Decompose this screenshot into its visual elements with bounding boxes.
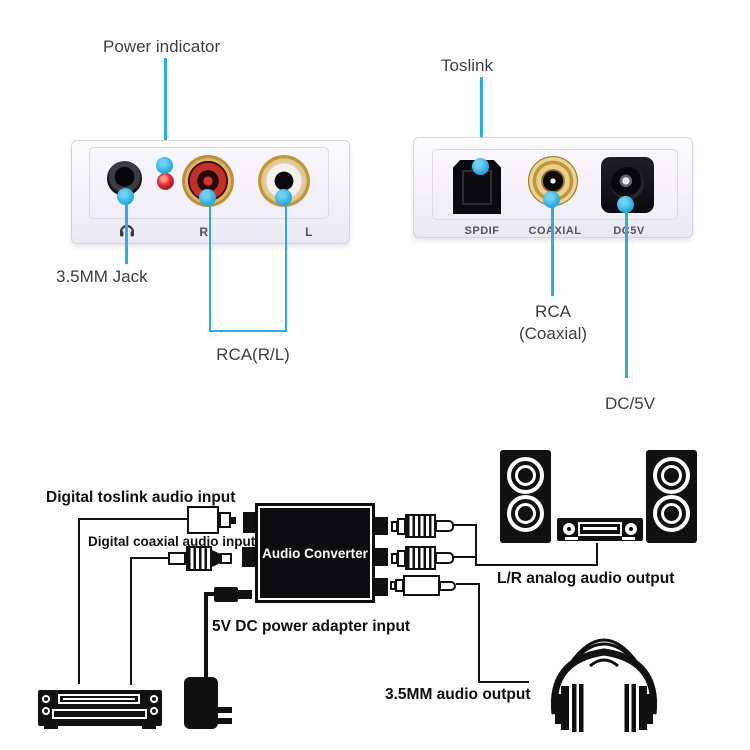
amplifier xyxy=(557,518,643,541)
power-indicator-label: Power indicator xyxy=(103,37,221,56)
front-port-label-l: L xyxy=(305,225,313,239)
adapter-prong-2 xyxy=(217,718,232,724)
callout-dot-dc xyxy=(617,196,634,213)
rca-out-plug1-cable xyxy=(435,520,454,532)
lr-wire-run xyxy=(475,564,598,567)
toslink-plug-body xyxy=(187,506,219,534)
power-adapter xyxy=(184,677,232,729)
dc-port-pin xyxy=(611,167,644,200)
source-player xyxy=(38,690,162,729)
converter-output-nub-2 xyxy=(375,548,388,566)
power-input-label: 5V DC power adapter input xyxy=(212,618,411,635)
coaxial-input-label: Digital coaxial audio input xyxy=(88,534,256,549)
amp-knob xyxy=(563,523,575,535)
callout-line-toslink xyxy=(480,77,483,158)
converter-input-nub-coax xyxy=(242,547,255,567)
callout-bracket-rca xyxy=(209,204,287,332)
audio-converter-box: Audio Converter xyxy=(255,503,375,603)
lr-wire-join xyxy=(475,524,478,566)
amp-foot xyxy=(622,537,635,540)
toslink-cable-h xyxy=(79,518,187,521)
toslink-label: Toslink xyxy=(441,56,493,75)
speaker-driver xyxy=(507,457,544,494)
converter-output-nub-3 xyxy=(375,578,388,596)
callout-line-coaxial xyxy=(551,206,554,296)
player-disc-slot xyxy=(58,694,140,704)
jack-out-plug-cable xyxy=(439,581,456,591)
coax-plug-barrel xyxy=(186,546,212,571)
audio-converter-label: Audio Converter xyxy=(262,545,368,561)
dc5v-label: DC/5V xyxy=(604,394,656,413)
lr-wire-up xyxy=(596,543,599,566)
player-foot xyxy=(142,726,156,729)
rca-coaxial-label-line1: RCA xyxy=(535,302,571,321)
speaker-driver xyxy=(507,495,544,532)
coax-plug-cable xyxy=(168,552,186,565)
spdif-port-inner xyxy=(462,170,492,205)
player-button xyxy=(42,695,50,703)
callout-dot-rca-l xyxy=(275,189,292,206)
coax-plug-cone xyxy=(212,550,220,567)
amp-foot xyxy=(565,537,578,540)
speaker-left xyxy=(500,450,551,543)
callout-dot-jack xyxy=(117,188,134,205)
rca-out-plug2-cable xyxy=(435,552,454,564)
callout-line-power xyxy=(164,58,167,158)
coax-cable-v xyxy=(130,557,133,685)
headphones-icon xyxy=(550,638,658,732)
callout-dot-power-led xyxy=(156,157,173,174)
dc-plug-body xyxy=(214,587,238,602)
toslink-plug-nub xyxy=(231,517,236,524)
power-led xyxy=(157,173,174,190)
player-button xyxy=(150,707,158,715)
amp-display xyxy=(578,522,622,536)
dc-plug-tip xyxy=(238,590,252,599)
back-port-label-dc5v: DC5V xyxy=(613,225,645,237)
callout-dot-toslink xyxy=(472,158,489,175)
converter-input-nub-toslink xyxy=(243,512,255,533)
dc-cable-v xyxy=(204,594,208,679)
adapter-prong-1 xyxy=(217,707,232,713)
front-port-label-r: R xyxy=(199,225,209,239)
speaker-right xyxy=(646,450,697,543)
lr-wire-2 xyxy=(454,556,476,559)
lr-output-label: L/R analog audio output xyxy=(497,570,675,587)
jack-output-label: 3.5MM audio output xyxy=(385,686,531,703)
dc-cable-h xyxy=(204,592,216,596)
rca-out-plug1-barrel xyxy=(405,514,436,538)
converter-back-view: SPDIF COAXIAL DC5V xyxy=(413,137,693,238)
player-button xyxy=(42,707,50,715)
converter-output-nub-1 xyxy=(375,517,388,535)
lr-wire-1 xyxy=(453,524,476,527)
callout-dot-rca-r xyxy=(199,189,216,206)
toslink-input-label: Digital toslink audio input xyxy=(46,489,236,506)
player-button xyxy=(150,695,158,703)
jack-out-plug-body xyxy=(403,575,440,596)
jack-wire-h2 xyxy=(478,681,529,684)
coax-plug-tip xyxy=(220,553,232,564)
callout-line-dc xyxy=(625,211,628,378)
toslink-plug-tip xyxy=(219,512,231,528)
amp-knob xyxy=(625,523,637,535)
back-port-label-spdif: SPDIF xyxy=(464,225,500,237)
player-tray xyxy=(52,709,147,719)
speaker-driver xyxy=(653,457,690,494)
coax-cable-h xyxy=(131,557,168,560)
callout-dot-coaxial xyxy=(543,191,560,208)
player-foot xyxy=(44,726,58,729)
back-port-label-coaxial: COAXIAL xyxy=(528,225,582,237)
rca-coaxial-label: RCA (Coaxial) xyxy=(519,301,587,345)
toslink-cable-v xyxy=(78,518,81,684)
jack-wire-h1 xyxy=(456,583,480,586)
jack-label: 3.5MM Jack xyxy=(56,267,148,286)
jack-wire-v xyxy=(478,583,481,683)
rca-out-plug2-barrel xyxy=(405,546,436,570)
speaker-driver xyxy=(653,495,690,532)
rca-coaxial-label-line2: (Coaxial) xyxy=(518,324,588,343)
rca-rl-label: RCA(R/L) xyxy=(216,345,290,364)
callout-line-jack xyxy=(125,202,128,264)
